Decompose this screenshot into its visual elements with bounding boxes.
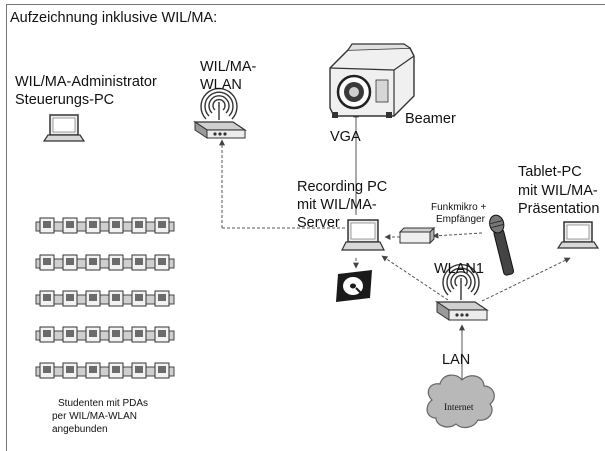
tablet-pc-label-line2: mit WIL/MA- [518,183,598,199]
connection-mic-to-receiver [432,232,483,239]
wireless-router-icon [193,87,247,139]
microphone-icon [489,214,515,276]
receiver-icon [398,226,436,245]
pda-row-icon [35,217,175,234]
students-label-line3: angebunden [52,424,108,435]
pda-row-icon [35,254,175,271]
pda-row-icon [35,362,175,379]
admin-pc-label-line1: WIL/MA-Administrator [15,74,157,90]
wlan1-label: WLAN1 [434,261,484,277]
tablet-pc-label-line1: Tablet-PC [518,164,582,180]
funkmikro-label-line1: Funkmikro + [431,202,487,213]
pda-row-icon [35,290,175,307]
laptop-icon [341,219,385,251]
cloud-icon [426,374,495,429]
laptop-icon [556,221,600,249]
laptop-icon [42,114,86,142]
admin-pc-label-line2: Steuerungs-PC [15,92,115,108]
vga-label: VGA [330,129,361,145]
diagram-title: Aufzeichnung inklusive WIL/MA: [10,10,218,26]
connection-tablet-to-wlan1 [479,257,571,303]
hard-disk-icon [336,270,372,302]
wlan-ap-label-line2: WLAN [200,77,242,93]
students-label-line1: Studenten mit PDAs [58,398,149,409]
students-label-line2: per WIL/MA-WLAN [52,411,138,422]
funkmikro-label-line2: Empfänger [436,214,485,225]
projector-icon [329,43,415,118]
tablet-pc-label-line3: Präsentation [518,201,600,217]
lan-label: LAN [442,352,471,368]
internet-label: Internet [444,403,474,413]
connection-wlan1-to-recording [381,255,449,301]
student-pda-rows [35,217,175,379]
wireless-router-icon [435,263,489,321]
diagram-frame [6,4,605,451]
recording-pc-label-line3: Server [297,215,340,231]
recording-pc-label-line1: Recording PC [297,179,388,195]
beamer-label: Beamer [405,111,456,127]
pda-row-icon [35,326,175,343]
wlan-ap-label-line1: WIL/MA- [200,59,257,75]
recording-pc-label-line2: mit WIL/MA- [297,197,377,213]
connections [219,111,571,386]
